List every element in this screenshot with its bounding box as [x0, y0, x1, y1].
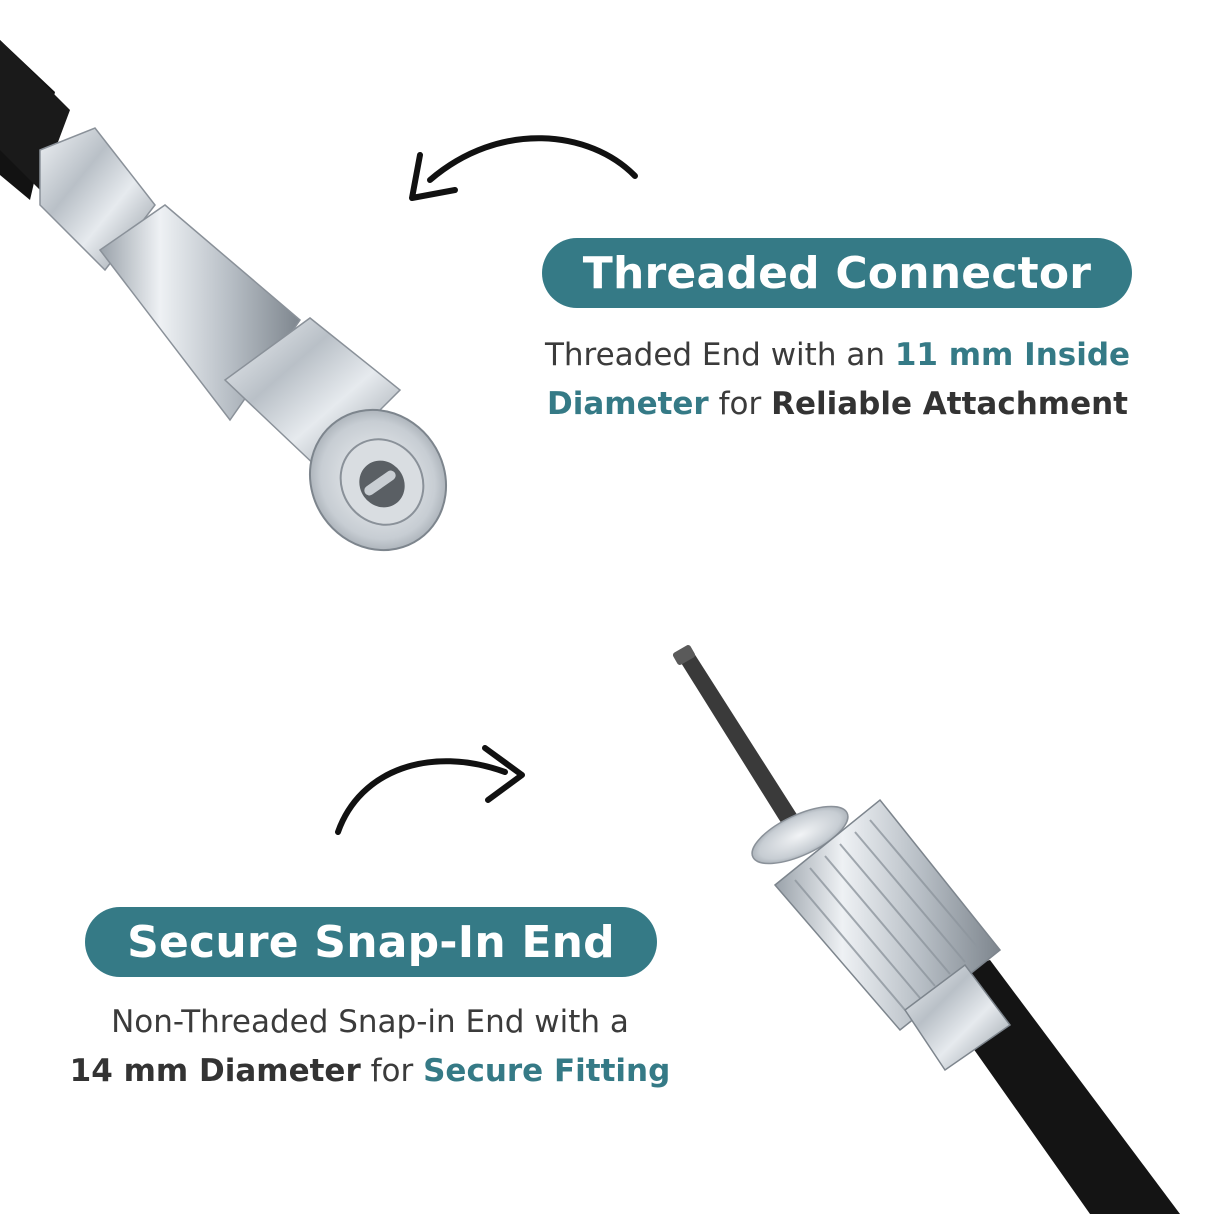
threaded-connector-description: Threaded End with an 11 mm Inside Diamet… [505, 331, 1170, 429]
threaded-connector-image [0, 40, 448, 552]
snap-in-end-image [672, 645, 1180, 1214]
desc-top-text-2: for [708, 386, 772, 422]
desc-bottom-text-1: Non-Threaded Snap-in End with a [111, 1004, 629, 1040]
desc-bottom-strong: 14 mm Diameter [69, 1053, 361, 1089]
snap-in-end-title: Secure Snap-In End [85, 907, 657, 977]
snap-in-end-description: Non-Threaded Snap-in End with a 14 mm Di… [40, 998, 700, 1096]
desc-bottom-highlight: Secure Fitting [423, 1053, 671, 1089]
curved-arrow-right-icon [335, 745, 525, 835]
desc-top-highlight-2: Diameter [546, 386, 709, 422]
desc-top-highlight-1: 11 mm Inside [894, 337, 1131, 373]
desc-top-text-1: Threaded End with an [544, 337, 895, 373]
desc-bottom-text-2: for [360, 1053, 424, 1089]
curved-arrow-left-icon [409, 135, 638, 201]
desc-top-strong: Reliable Attachment [771, 386, 1128, 422]
threaded-connector-title: Threaded Connector [542, 238, 1132, 308]
